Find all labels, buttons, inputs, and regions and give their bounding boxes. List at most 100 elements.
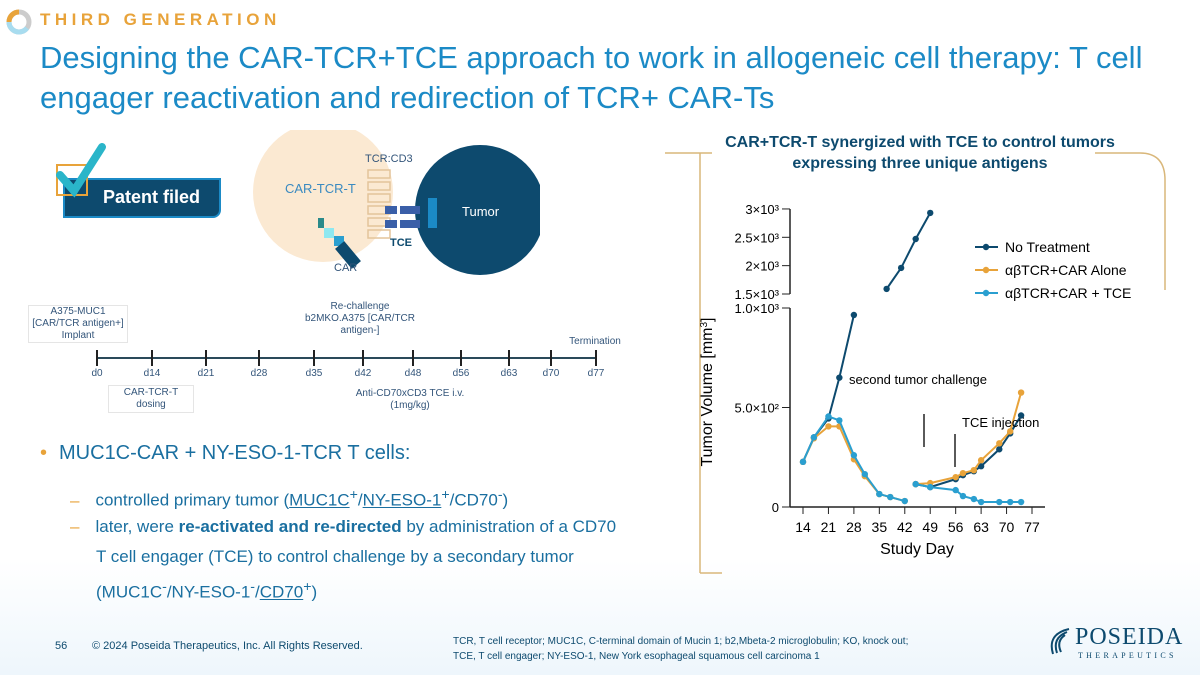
data-point — [1017, 412, 1025, 419]
data-point — [996, 446, 1003, 453]
data-point — [970, 495, 978, 503]
data-point — [850, 452, 858, 459]
tumor-label: Tumor — [462, 204, 500, 219]
timeline-tick — [412, 350, 414, 366]
y-tick-label: 1.0×10³ — [735, 301, 780, 316]
data-point — [977, 463, 985, 470]
poseida-wave-icon — [1050, 628, 1070, 655]
timeline-day-label: d14 — [143, 368, 161, 379]
x-tick-label: 42 — [897, 519, 913, 535]
timeline-tick — [460, 350, 462, 366]
x-tick-label: 63 — [973, 519, 989, 535]
data-point — [927, 483, 934, 491]
data-point — [876, 490, 883, 498]
timeline-tick — [508, 350, 510, 366]
legend-label: αβTCR+CAR Alone — [1005, 262, 1127, 278]
annotation-tce-injection: TCE injection — [962, 415, 1039, 430]
x-tick-label: 77 — [1024, 519, 1040, 535]
data-point — [887, 493, 894, 501]
series-line — [802, 425, 906, 502]
timeline-day-label: d48 — [404, 368, 422, 379]
timeline-axis — [96, 357, 596, 359]
annotation-second-challenge: second tumor challenge — [849, 372, 987, 387]
data-point — [901, 497, 908, 505]
data-point — [1006, 498, 1014, 506]
x-tick-label: 35 — [872, 519, 888, 535]
series-line — [885, 212, 932, 290]
timeline-day-label: d21 — [197, 368, 215, 379]
rechallenge-label: Re-challenge b2MKO.A375 [CAR/TCR antigen… — [304, 301, 416, 336]
sub-bullet-2: –later, were re-activated and re-directe… — [70, 517, 617, 602]
generation-ring-icon — [6, 9, 32, 35]
main-bullet: •MUC1C-CAR + NY-ESO-1-TCR T cells: — [40, 442, 411, 464]
y-tick-label: 3×10³ — [745, 202, 779, 217]
x-tick-label: 28 — [846, 519, 862, 535]
page-title: Designing the CAR-TCR+TCE approach to wo… — [40, 40, 1143, 115]
y-tick-label: 2×10³ — [745, 259, 779, 274]
data-point — [836, 417, 843, 424]
legend-marker — [982, 243, 990, 251]
data-point — [836, 374, 843, 381]
implant-label: A375-MUC1 [CAR/TCR antigen+] Implant — [28, 305, 128, 343]
data-point — [952, 473, 959, 481]
timeline-tick — [595, 350, 597, 366]
timeline-tick — [151, 350, 153, 366]
timeline-tick — [362, 350, 364, 366]
x-axis-label: Study Day — [880, 541, 954, 558]
data-point — [970, 466, 978, 474]
data-point — [810, 434, 818, 441]
x-tick-label: 70 — [999, 519, 1015, 535]
legend-marker — [982, 266, 990, 274]
timeline-day-label: d35 — [305, 368, 323, 379]
car-label: CAR — [334, 262, 358, 274]
timeline-day-label: d77 — [587, 368, 605, 379]
timeline-tick — [313, 350, 315, 366]
logo-subtext: THERAPEUTICS — [1078, 651, 1177, 660]
timeline-tick — [96, 350, 98, 366]
car-tcr-t-label: CAR-TCR-T — [285, 181, 356, 196]
main-bullet-text: MUC1C-CAR + NY-ESO-1-TCR T cells: — [59, 442, 411, 464]
chart-frame — [665, 152, 1166, 574]
timeline-day-label: d56 — [452, 368, 470, 379]
data-point — [1017, 389, 1025, 396]
section-kicker: THIRD GENERATION — [40, 10, 281, 29]
timeline-day-label: d42 — [354, 368, 372, 379]
data-point — [912, 480, 919, 488]
data-point — [952, 486, 959, 494]
tcr-cd3-label: TCR:CD3 — [365, 153, 413, 165]
termination-label: Termination — [569, 336, 621, 347]
data-point — [977, 498, 985, 506]
data-point — [912, 235, 919, 243]
checkmark-icon — [56, 143, 106, 198]
timeline-tick — [258, 350, 260, 366]
legend-marker — [982, 289, 990, 297]
copyright: © 2024 Poseida Therapeutics, Inc. All Ri… — [92, 640, 363, 652]
legend-label: αβTCR+CAR + TCE — [1005, 285, 1131, 301]
data-point — [959, 469, 967, 477]
data-point — [1017, 498, 1025, 506]
timeline-day-label: d70 — [542, 368, 560, 379]
data-point — [883, 285, 890, 293]
data-point — [959, 492, 967, 500]
dosing-label: CAR-TCR-T dosing — [108, 385, 194, 413]
y-axis-label: Tumor Volume [mm3] — [699, 317, 717, 466]
tce-dosing-label: Anti-CD70xCD3 TCE i.v. (1mg/kg) — [355, 388, 465, 411]
legend-label: No Treatment — [1005, 239, 1090, 255]
y-tick-label: 0 — [772, 500, 779, 515]
data-point — [897, 264, 905, 272]
car-tcr-diagram — [253, 130, 540, 275]
data-point — [799, 458, 807, 466]
data-point — [996, 498, 1003, 506]
sub-bullet-1: –controlled primary tumor (MUC1C+/NY-ESO… — [70, 487, 509, 510]
data-point — [1006, 428, 1014, 435]
x-tick-label: 21 — [821, 519, 837, 535]
y-tick-label: 1.5×10³ — [735, 287, 780, 302]
timeline-day-label: d63 — [500, 368, 518, 379]
timeline-tick — [205, 350, 207, 366]
timeline-day-label: d28 — [250, 368, 268, 379]
x-tick-label: 14 — [795, 519, 811, 535]
series-line — [915, 392, 1023, 486]
data-point — [977, 457, 985, 464]
abbreviations-1: TCR, T cell receptor; MUC1C, C-terminal … — [453, 636, 909, 647]
